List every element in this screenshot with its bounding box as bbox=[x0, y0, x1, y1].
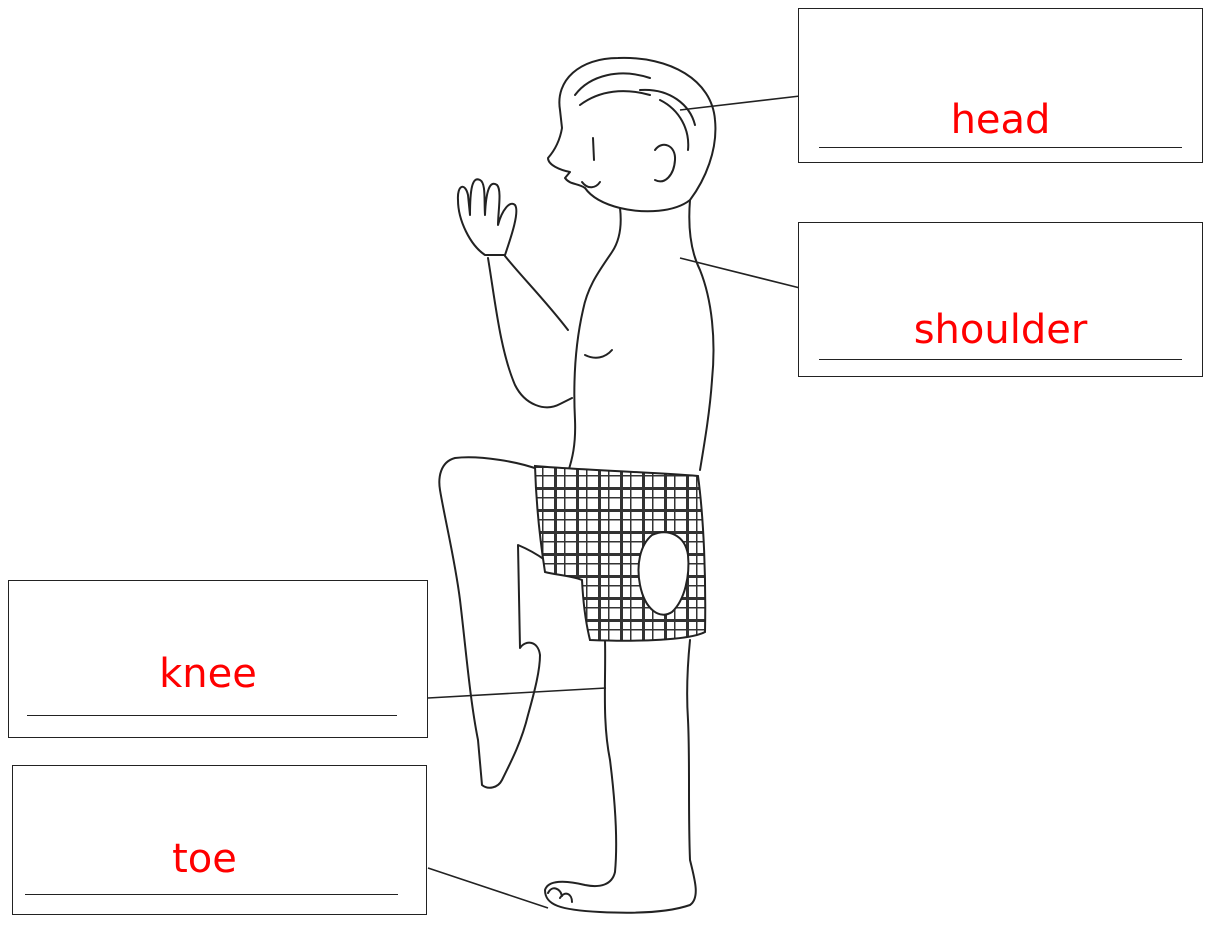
head-leader-line bbox=[680, 96, 800, 110]
answer-line bbox=[819, 359, 1182, 360]
raised-hand bbox=[458, 179, 516, 255]
answer-line bbox=[819, 147, 1182, 148]
raised-thigh bbox=[439, 457, 545, 787]
label-box-knee: knee bbox=[8, 580, 428, 738]
mouth bbox=[582, 182, 600, 187]
answer-line bbox=[27, 715, 397, 716]
standing-leg bbox=[545, 640, 696, 913]
label-head: head bbox=[799, 97, 1202, 143]
raised-arm bbox=[488, 256, 572, 407]
label-shoulder: shoulder bbox=[799, 307, 1202, 353]
knee-leader-line bbox=[428, 688, 606, 698]
chest-line bbox=[585, 350, 612, 358]
answer-line bbox=[25, 894, 398, 895]
label-toe: toe bbox=[0, 836, 426, 882]
ear bbox=[655, 145, 675, 182]
torso bbox=[568, 200, 714, 472]
label-box-toe: toe bbox=[12, 765, 427, 915]
label-knee: knee bbox=[0, 651, 427, 697]
toe-leader-line bbox=[428, 868, 548, 908]
shoulder-leader-line bbox=[680, 258, 800, 288]
label-box-shoulder: shoulder bbox=[798, 222, 1203, 377]
toes bbox=[548, 888, 572, 902]
head-outline bbox=[548, 58, 715, 211]
eye bbox=[593, 138, 594, 160]
label-box-head: head bbox=[798, 8, 1203, 163]
